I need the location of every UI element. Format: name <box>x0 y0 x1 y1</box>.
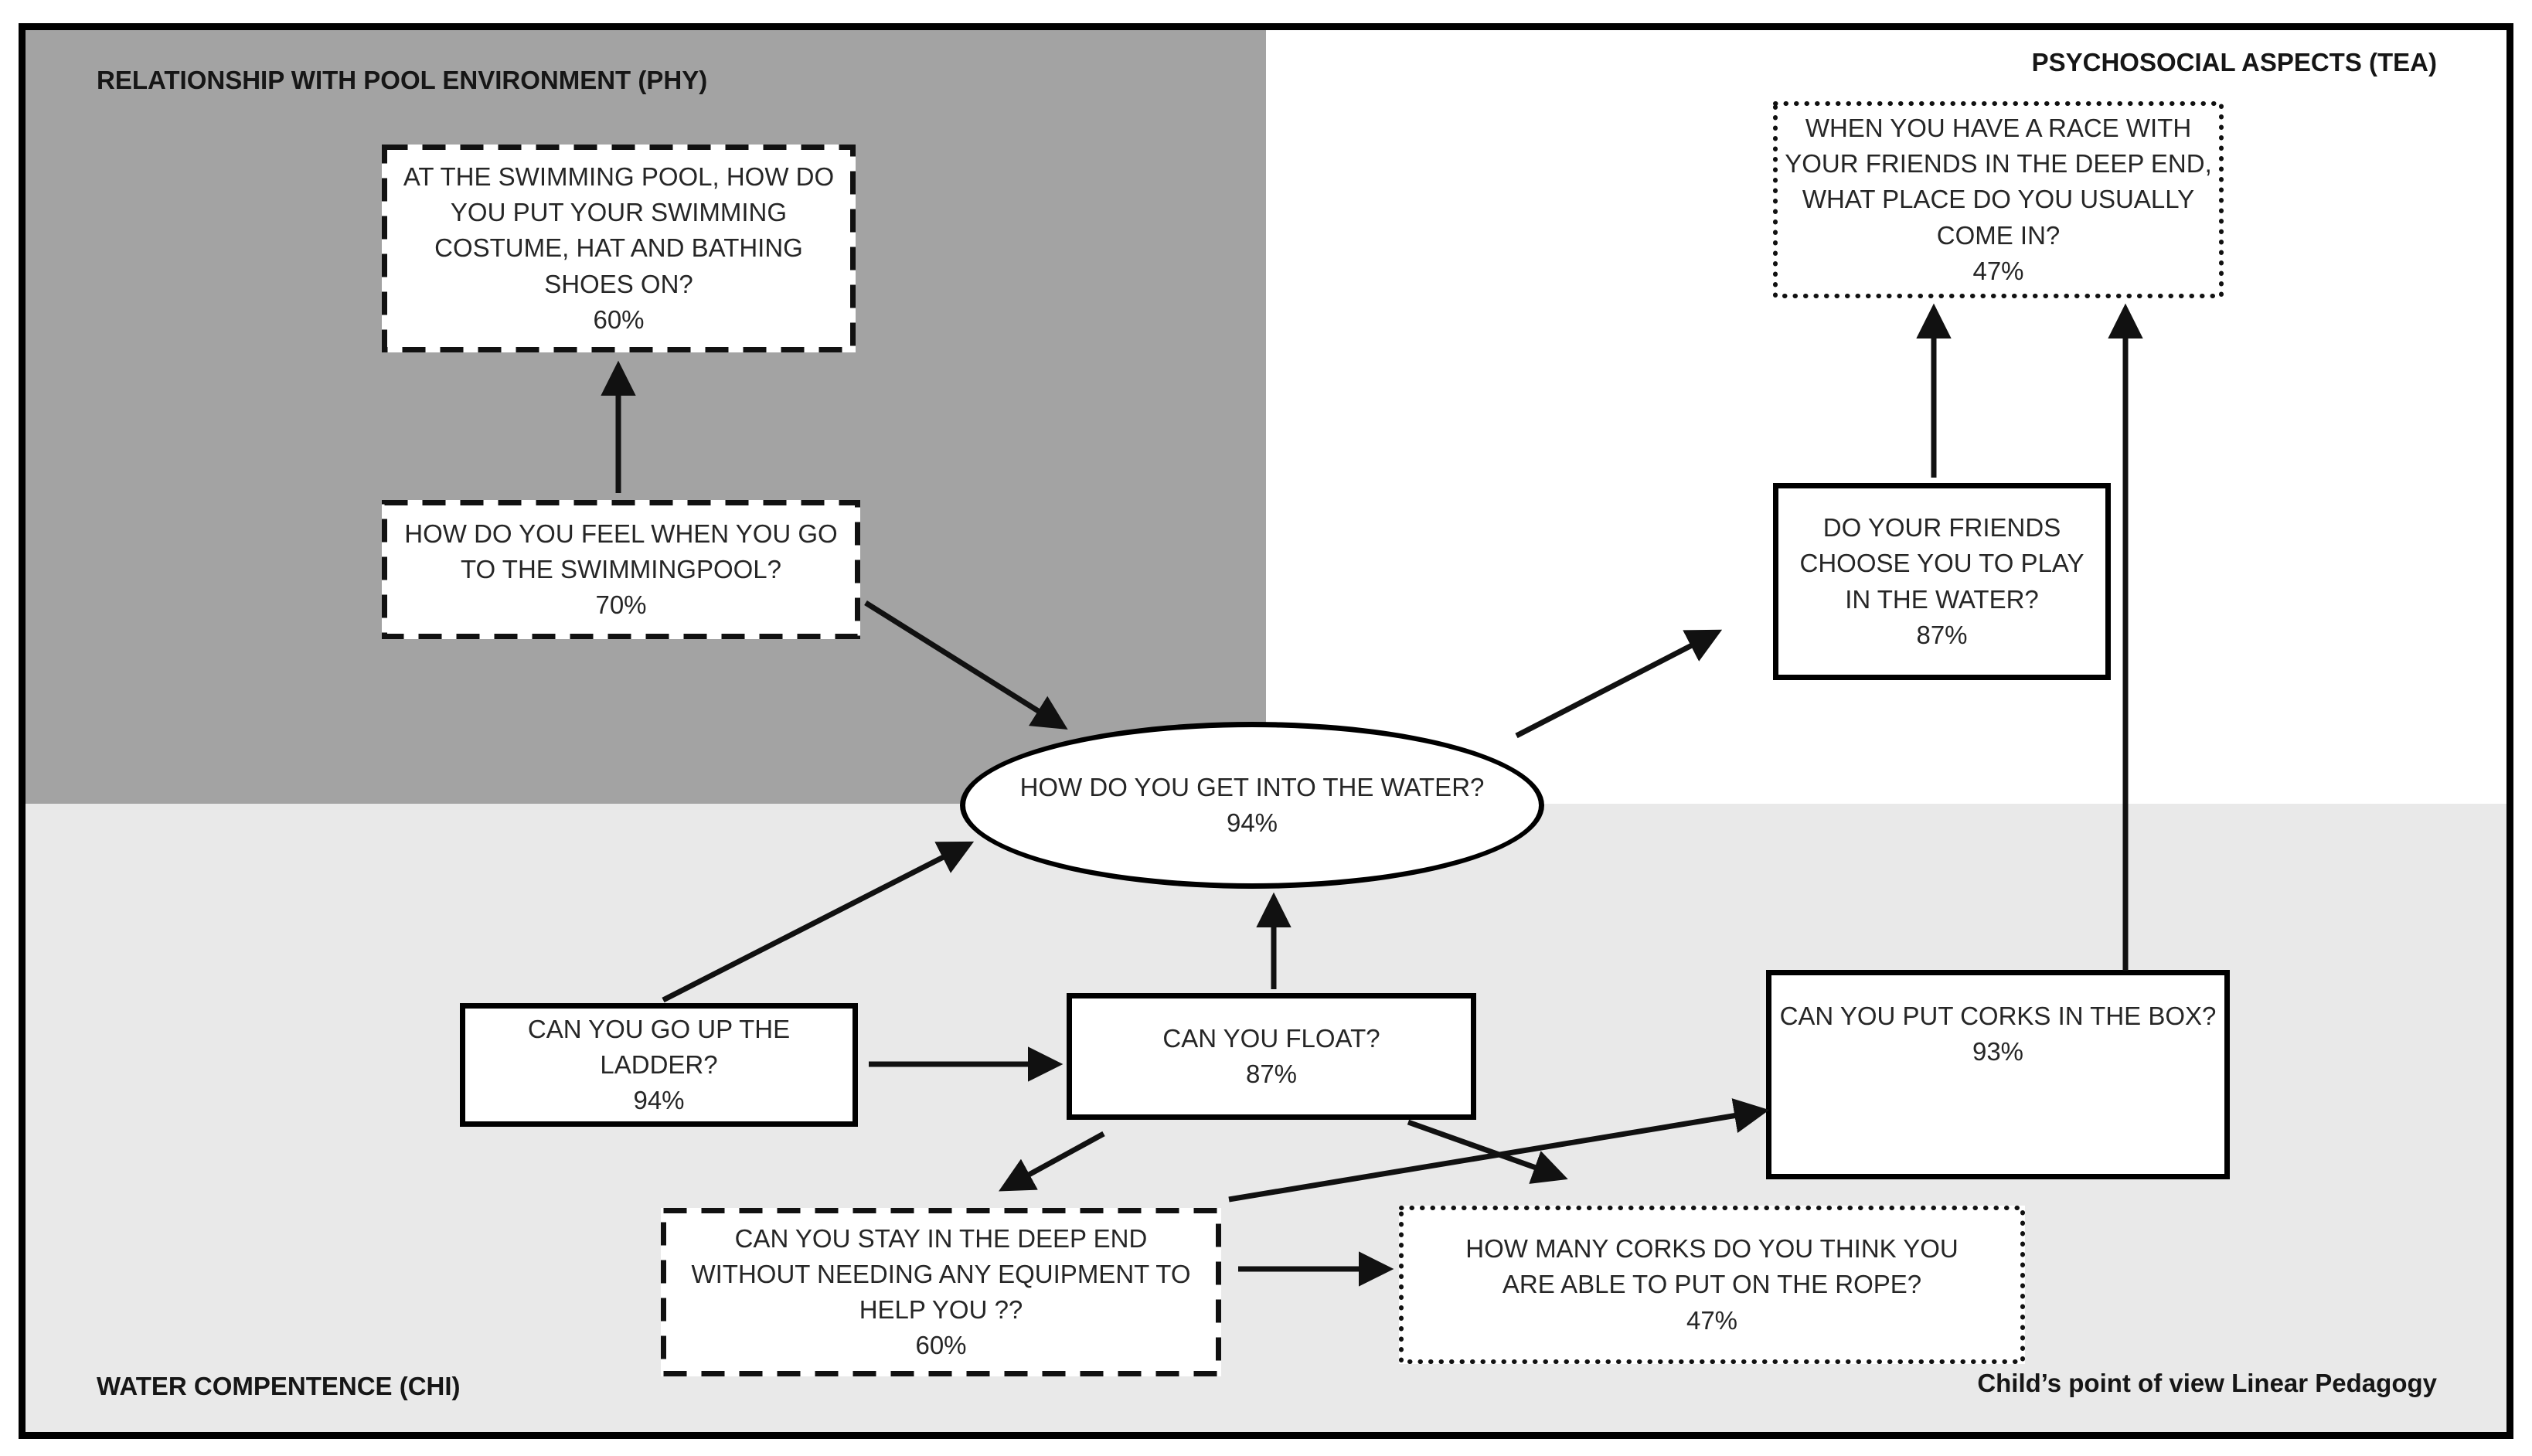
node-feel-question: HOW DO YOU FEEL WHEN YOU GO TO THE SWIMM… <box>382 500 860 639</box>
node-deep-end: CAN YOU STAY IN THE DEEP END WITHOUT NEE… <box>661 1208 1221 1376</box>
node-feel-percent: 70% <box>595 590 647 620</box>
node-race-text: WHEN YOU HAVE A RACE WITH YOUR FRIENDS I… <box>1785 114 2212 250</box>
node-get-into-water-text: HOW DO YOU GET INTO THE WATER? <box>1019 772 1485 801</box>
node-ladder-percent: 94% <box>633 1086 685 1115</box>
node-race-percent: 47% <box>1972 256 2024 285</box>
node-corks-in-box-percent: 93% <box>1972 1037 2024 1066</box>
node-how-many-corks: HOW MANY CORKS DO YOU THINK YOU ARE ABLE… <box>1399 1206 2025 1364</box>
node-how-many-corks-text: HOW MANY CORKS DO YOU THINK YOU ARE ABLE… <box>1465 1234 1959 1299</box>
node-float-text: CAN YOU FLOAT? <box>1162 1023 1380 1053</box>
node-corks-in-box-text: CAN YOU PUT CORKS IN THE BOX? <box>1779 1002 2217 1030</box>
node-friends-choose-text: DO YOUR FRIENDS CHOOSE YOU TO PLAY IN TH… <box>1799 513 2084 614</box>
node-costume-text: AT THE SWIMMING POOL, HOW DO YOU PUT YOU… <box>403 162 835 298</box>
node-costume-percent: 60% <box>593 304 645 334</box>
node-ladder-text: CAN YOU GO UP THE LADDER? <box>527 1014 791 1079</box>
node-corks-in-box: CAN YOU PUT CORKS IN THE BOX? 93% <box>1766 970 2230 1179</box>
node-friends-choose: DO YOUR FRIENDS CHOOSE YOU TO PLAY IN TH… <box>1773 483 2111 680</box>
node-feel-text: HOW DO YOU FEEL WHEN YOU GO TO THE SWIMM… <box>404 519 838 583</box>
node-costume-question: AT THE SWIMMING POOL, HOW DO YOU PUT YOU… <box>382 145 856 352</box>
node-get-into-water-percent: 94% <box>1226 808 1278 837</box>
node-deep-end-text: CAN YOU STAY IN THE DEEP END WITHOUT NEE… <box>691 1223 1191 1324</box>
region-label-tea: PSYCHOSOCIAL ASPECTS (TEA) <box>2031 48 2437 77</box>
node-float: CAN YOU FLOAT? 87% <box>1067 993 1476 1120</box>
region-label-chi: WATER COMPENTENCE (CHI) <box>97 1372 461 1400</box>
region-label-pedagogy: Child’s point of view Linear Pedagogy <box>1977 1369 2437 1397</box>
node-get-into-water: HOW DO YOU GET INTO THE WATER? 94% <box>960 722 1544 889</box>
region-label-phy: RELATIONSHIP WITH POOL ENVIRONMENT (PHY) <box>97 66 708 94</box>
node-friends-choose-percent: 87% <box>1916 620 1968 649</box>
node-how-many-corks-percent: 47% <box>1686 1305 1738 1335</box>
node-race-question: WHEN YOU HAVE A RACE WITH YOUR FRIENDS I… <box>1773 101 2224 298</box>
node-float-percent: 87% <box>1245 1060 1298 1088</box>
node-deep-end-percent: 60% <box>915 1331 967 1360</box>
node-ladder: CAN YOU GO UP THE LADDER? 94% <box>460 1003 858 1127</box>
